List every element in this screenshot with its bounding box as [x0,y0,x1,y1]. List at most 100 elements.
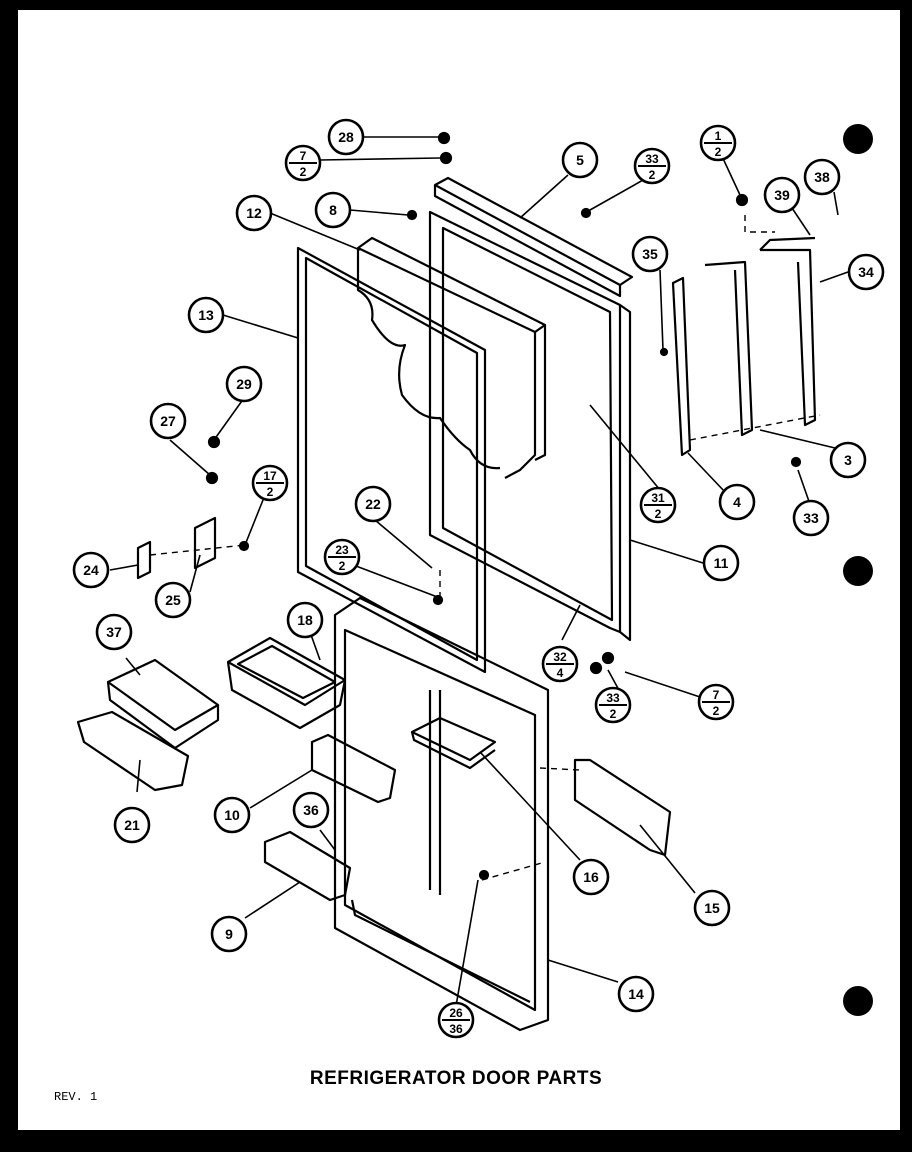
callout-number: 33 [803,510,819,526]
revision-note: REV. 1 [54,1090,98,1104]
callout-circle [829,441,867,479]
callout-number: 14 [628,986,644,1002]
callout-number: 21 [124,817,140,833]
callout-number: 31 [651,491,665,505]
diagram-title: REFRIGERATOR DOOR PARTS [309,1068,603,1089]
callout-number: 7 [713,688,720,702]
callout-28: 28 [327,118,365,156]
callout-circle [327,118,365,156]
fresh-food-door [333,596,550,1032]
trim-strip [573,758,672,857]
callout-4: 4 [718,483,756,521]
callout-circle [154,581,192,619]
dairy-door [263,830,352,902]
callout-number: 23 [335,543,349,557]
callout-circle [95,613,133,651]
callout-27: 27 [149,402,187,440]
callout-quantity: 2 [655,507,662,521]
freezer-door-outer-panel [428,210,632,642]
callout-5: 5 [561,141,599,179]
callout-number: 26 [449,1006,463,1020]
callout-12: 12 [235,194,273,232]
callout-number: 18 [297,612,313,628]
callout-number: 4 [733,494,741,510]
callout-32-4: 324 [541,645,579,683]
freezer-door-liner [356,236,547,479]
callout-number: 28 [338,129,354,145]
callout-quantity: 2 [649,168,656,182]
callout-quantity: 2 [300,165,307,179]
callout-circle [235,194,273,232]
callout-37: 37 [95,613,133,651]
callout-number: 33 [645,152,659,166]
callout-number: 17 [263,469,277,483]
callout-circle [617,975,655,1013]
assembly-dashed-lines [149,215,821,881]
callout-quantity: 2 [713,704,720,718]
callout-number: 22 [365,496,381,512]
callout-33: 33 [792,499,830,537]
callout-29: 29 [225,365,263,403]
callout-number: 25 [165,592,181,608]
callout-33-2a: 332 [633,147,671,185]
callout-number: 13 [198,307,214,323]
callout-circle [792,499,830,537]
leader-lines [109,136,849,1007]
callout-13: 13 [187,296,225,334]
callout-circle [292,791,330,829]
callout-38: 38 [803,158,841,196]
callout-circle [113,806,151,844]
callout-number: 12 [246,205,262,221]
callout-circle [187,296,225,334]
callout-number: 27 [160,413,176,429]
callout-circle [561,141,599,179]
callout-quantity: 4 [557,666,564,680]
callout-circle [210,915,248,953]
callout-14: 14 [617,975,655,1013]
callout-circle [572,858,610,896]
freezer-door-gasket [296,246,487,674]
callout-11: 11 [702,544,740,582]
callout-8: 8 [314,191,352,229]
callout-number: 8 [329,202,337,218]
callout-quantity: 36 [449,1022,463,1036]
callout-number: 1 [715,129,722,143]
door-shelf [410,716,497,770]
butter-compartment [76,658,220,792]
callout-circle [702,544,740,582]
door-handle-channels [671,236,817,457]
callout-number: 10 [224,807,240,823]
fasteners [205,131,802,881]
callout-22: 22 [354,485,392,523]
callout-circle [225,365,263,403]
shelf-rail [310,733,397,804]
hinge-bracket [136,516,217,580]
binder-hole-top [843,124,873,154]
callout-circle [718,483,756,521]
callout-circle [354,485,392,523]
callout-number: 37 [106,624,122,640]
callout-circle [213,796,251,834]
top-hinge-bar [433,176,634,298]
callout-number: 7 [300,149,307,163]
callout-circle [631,235,669,273]
callout-21: 21 [113,806,151,844]
callout-3: 3 [829,441,867,479]
callout-number: 16 [583,869,599,885]
callout-number: 36 [303,802,319,818]
callout-1-2: 12 [699,124,737,162]
callout-circle [763,176,801,214]
callout-9: 9 [210,915,248,953]
callout-36: 36 [292,791,330,829]
callout-number: 38 [814,169,830,185]
callout-number: 39 [774,187,790,203]
callout-10: 10 [213,796,251,834]
callout-circle [72,551,110,589]
callout-number: 15 [704,900,720,916]
binder-hole-bottom [843,986,873,1016]
drawing-sheet [18,10,900,1130]
callout-25: 25 [154,581,192,619]
